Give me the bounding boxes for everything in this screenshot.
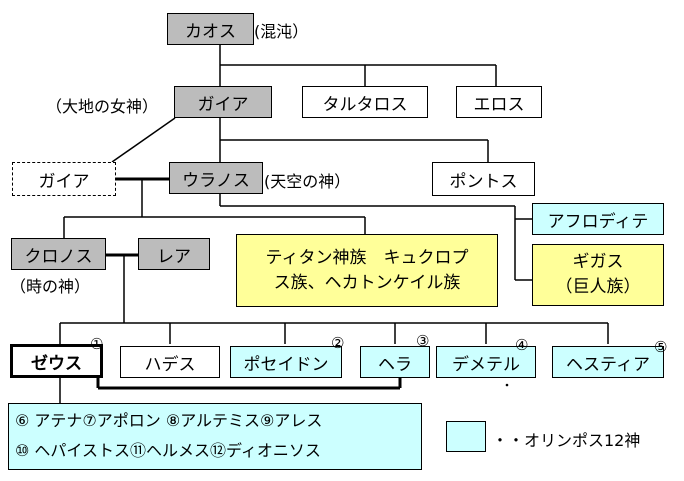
annotation-uranos: (天空の神）	[264, 172, 351, 191]
node-eros: エロス	[456, 86, 542, 118]
node-gigas: ギガス （巨人族）	[532, 244, 664, 306]
node-gaia-dashed: ガイア	[12, 162, 116, 196]
node-demeter: デメテル	[436, 346, 536, 378]
node-rea: レア	[138, 238, 210, 270]
titans-line-1: ティタン神族 キュクロプ	[265, 247, 469, 268]
annotation-chaos: (混沌）	[254, 22, 309, 41]
node-aphrodite: アフロディテ	[532, 203, 664, 235]
node-tartaros: タルタロス	[302, 86, 428, 118]
node-hestia: ヘスティア	[552, 346, 664, 378]
annotation-gaia: （大地の女神）	[46, 97, 159, 116]
gigas-line-2: （巨人族）	[555, 277, 641, 297]
node-uranos: ウラノス	[169, 162, 263, 194]
gigas-line-1: ギガス	[572, 252, 624, 273]
node-chaos: カオス	[167, 13, 254, 45]
number-zeus: ①	[90, 335, 104, 353]
number-poseidon: ②	[331, 334, 345, 352]
legend-label: ・・オリンポス12神	[492, 431, 641, 450]
titans-line-2: ス族、ヘカトンケイル族	[273, 272, 461, 293]
number-demeter: ④	[515, 336, 529, 354]
olympians-line-1: ⑥ アテナ⑦アポロン ⑧アルテミス⑨アレス	[15, 411, 323, 430]
annotation-kronos: （時の神）	[10, 277, 91, 296]
node-pontos: ポントス	[432, 162, 535, 196]
node-poseidon: ポセイドン	[230, 346, 342, 378]
node-hera: ヘラ	[360, 346, 430, 378]
node-hades: ハデス	[120, 346, 220, 378]
node-titans: ティタン神族 キュクロプ ス族、ヘカトンケイル族	[236, 234, 498, 307]
number-hera: ③	[416, 332, 430, 350]
number-hestia: ⑤	[654, 338, 668, 356]
legend-swatch	[446, 421, 486, 452]
olympians-box: ⑥ アテナ⑦アポロン ⑧アルテミス⑨アレス ⑩ ヘパイストス⑪ヘルメス⑫ディオニ…	[8, 403, 422, 470]
node-gaia: ガイア	[174, 86, 272, 118]
node-zeus: ゼウス	[10, 344, 103, 378]
node-kronos: クロノス	[11, 238, 106, 270]
olympians-line-2: ⑩ ヘパイストス⑪ヘルメス⑫ディオニソス	[15, 440, 321, 460]
